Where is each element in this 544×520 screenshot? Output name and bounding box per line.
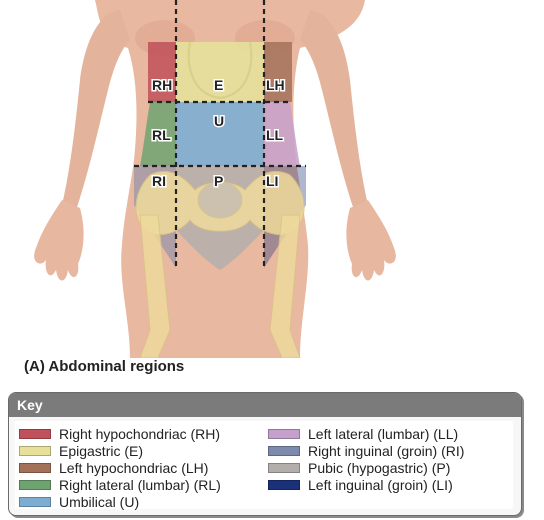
label-e: E (214, 77, 223, 93)
region-dividers (134, 0, 306, 270)
rib-cage (187, 41, 253, 100)
region-ll (264, 102, 300, 166)
key-label: Umbilical (U) (59, 493, 140, 510)
key-label: Right hypochondriac (RH) (59, 425, 221, 442)
label-p: P (214, 173, 223, 189)
key-item-ll: Left lateral (lumbar) (LL) (268, 425, 464, 442)
key-item-p: Pubic (hypogastric) (P) (268, 459, 464, 476)
swatch-li (268, 479, 300, 490)
label-rh: RH (152, 77, 172, 93)
label-ll: LL (266, 127, 284, 143)
key-item-rh: Right hypochondriac (RH) (19, 425, 221, 442)
swatch-ri (268, 445, 300, 456)
key-legend: Key Right hypochondriac (RH) Epigastric … (8, 392, 522, 516)
key-item-rl: Right lateral (lumbar) (RL) (19, 476, 221, 493)
swatch-rl (19, 479, 51, 490)
key-item-lh: Left hypochondriac (LH) (19, 459, 221, 476)
region-labels: RH E LH RL U LL RI P LI (151, 76, 287, 191)
label-u: U (214, 113, 224, 129)
label-lh: LH (266, 77, 285, 93)
swatch-rh (19, 428, 51, 439)
swatch-e (19, 445, 51, 456)
region-rh (148, 42, 176, 102)
key-item-ri: Right inguinal (groin) (RI) (268, 442, 464, 459)
swatch-lh (19, 462, 51, 473)
key-label: Pubic (hypogastric) (P) (308, 459, 451, 476)
key-label: Right inguinal (groin) (RI) (308, 442, 465, 459)
key-items: Right hypochondriac (RH) Epigastric (E) … (15, 421, 513, 510)
key-column-left: Right hypochondriac (RH) Epigastric (E) … (19, 425, 221, 510)
key-item-e: Epigastric (E) (19, 442, 221, 459)
label-rl: RL (152, 127, 171, 143)
label-li: LI (266, 173, 278, 189)
key-column-right: Left lateral (lumbar) (LL) Right inguina… (268, 425, 464, 493)
region-rl (140, 102, 176, 166)
region-u (176, 102, 264, 166)
key-label: Right lateral (lumbar) (RL) (59, 476, 221, 493)
region-lh (264, 42, 292, 102)
swatch-p (268, 462, 300, 473)
key-item-li: Left inguinal (groin) (LI) (268, 476, 464, 493)
swatch-u (19, 496, 51, 507)
key-item-u: Umbilical (U) (19, 493, 221, 510)
label-ri: RI (152, 173, 166, 189)
key-label: Epigastric (E) (59, 442, 144, 459)
abdominal-regions-figure: RH E LH RL U LL RI P LI (34, 0, 396, 358)
key-label: Left inguinal (groin) (LI) (308, 476, 453, 493)
pelvis-skeleton (135, 170, 305, 358)
key-label: Left lateral (lumbar) (LL) (308, 425, 459, 442)
swatch-ll (268, 428, 300, 439)
key-label: Left hypochondriac (LH) (59, 459, 209, 476)
figure-caption: (A) Abdominal regions (24, 358, 185, 375)
key-title: Key (9, 393, 521, 417)
